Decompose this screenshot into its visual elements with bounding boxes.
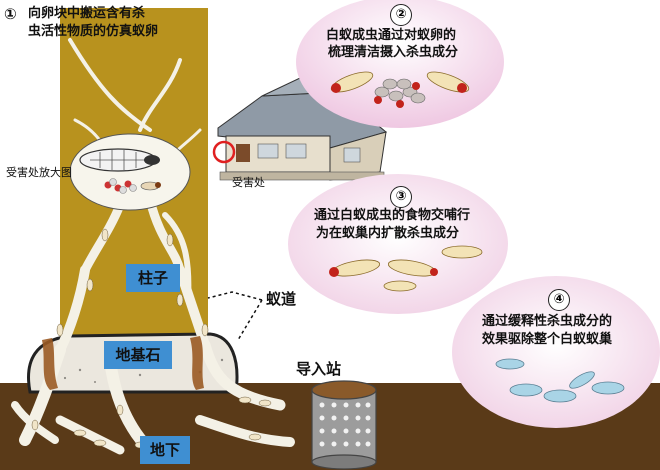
- step1-title-line2: 虫活性物质的仿真蚁卵: [28, 24, 158, 40]
- step2-number: ②: [390, 4, 412, 26]
- step3-number: ③: [390, 186, 412, 208]
- step2-title-line2: 梳理清洁摄入杀虫成分: [328, 45, 458, 61]
- step4-title-line2: 效果驱除整个白蚁蚁巢: [482, 332, 612, 348]
- step4-number: ④: [548, 289, 570, 311]
- tunnel-pointer-line: [208, 292, 262, 340]
- pillar-label: 柱子: [126, 264, 180, 292]
- foundation-label: 地基石: [104, 341, 172, 369]
- step3-title-line1: 通过白蚁成虫的食物交哺行: [314, 208, 470, 224]
- damage-zoom-label: 受害处放大图: [6, 166, 72, 180]
- underground-label: 地下: [140, 436, 190, 464]
- step2-title-line1: 白蚁成虫通过对蚁卵的: [326, 28, 456, 44]
- damage-zoom-circle: [70, 134, 190, 210]
- station-label: 导入站: [296, 360, 341, 379]
- tunnel-label: 蚁道: [266, 290, 296, 309]
- bait-station: [312, 381, 376, 469]
- step3-title-line2: 为在蚁巢内扩散杀虫成分: [316, 226, 459, 242]
- damage-spot-label: 受害处: [232, 176, 265, 190]
- step1-title-line1: 向卵块中搬运含有杀: [28, 6, 145, 22]
- step4-title-line1: 通过缓释性杀虫成分的: [482, 314, 612, 330]
- step1-number: ①: [4, 5, 17, 24]
